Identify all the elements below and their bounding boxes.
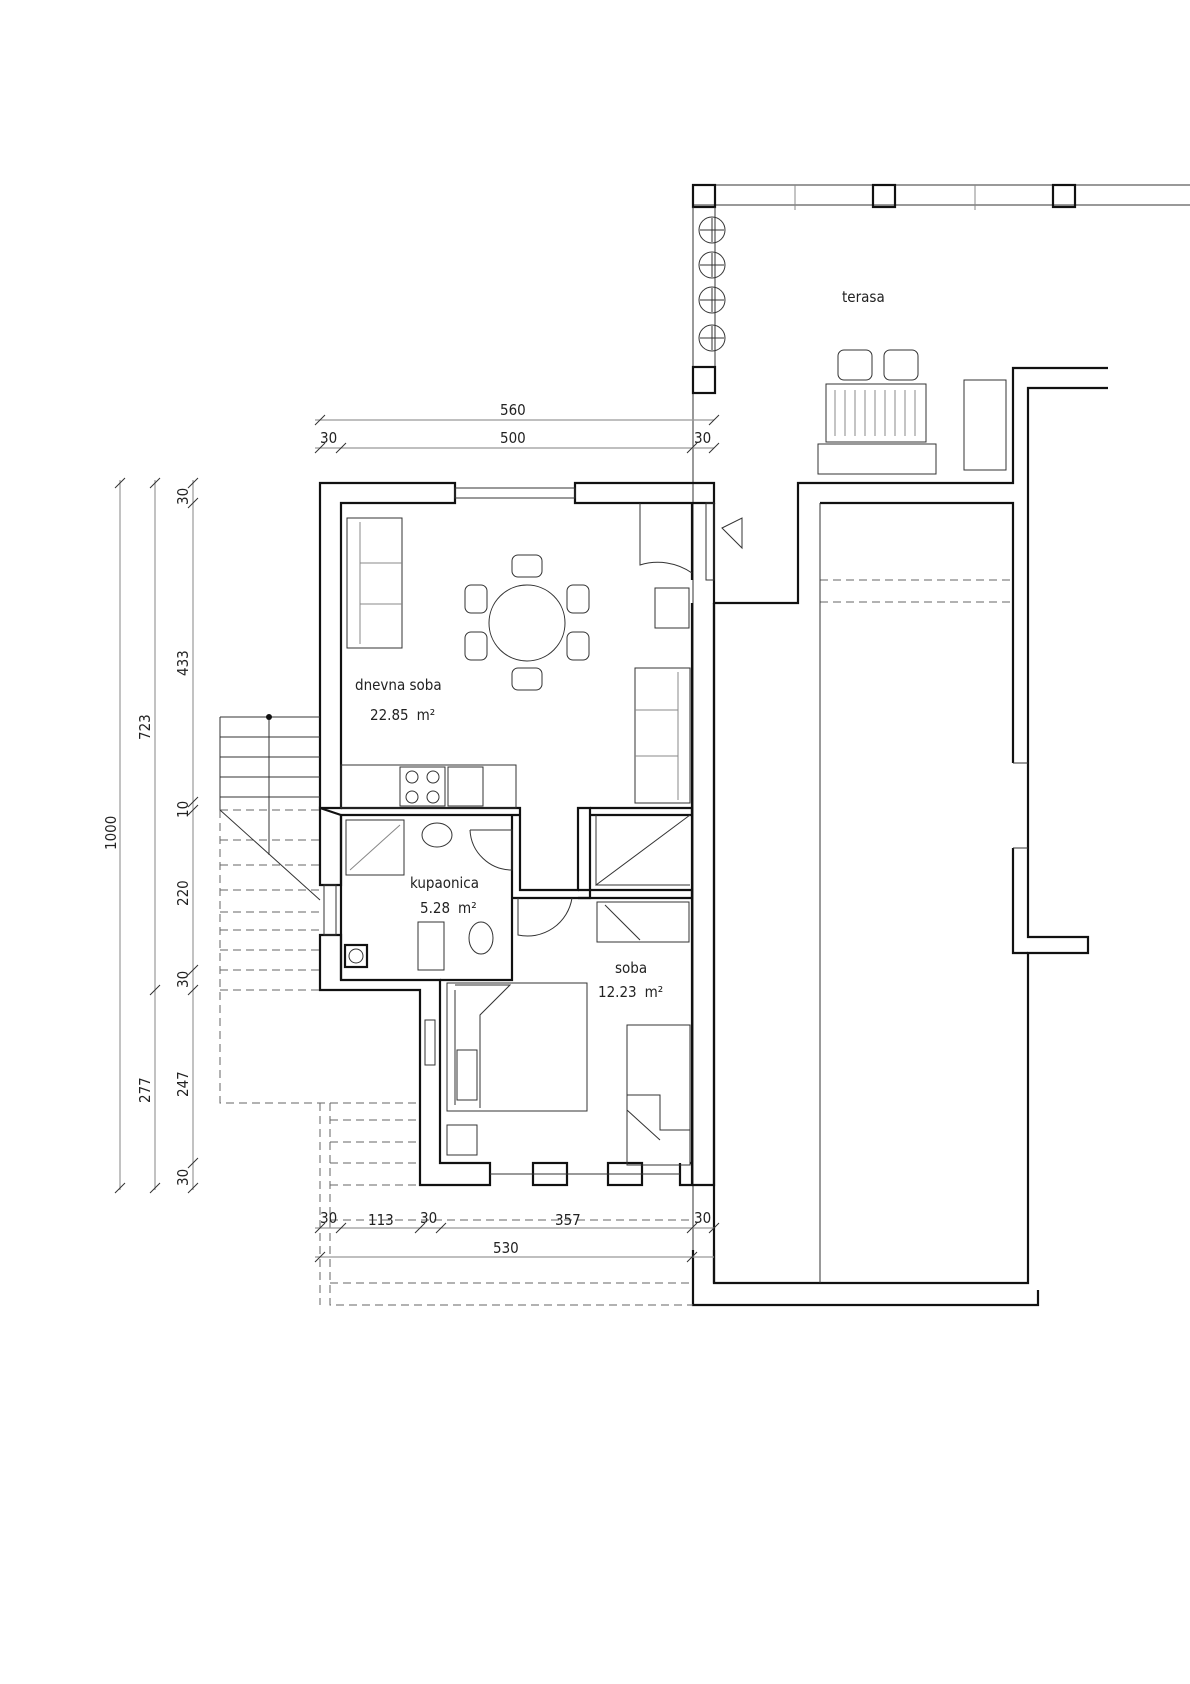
dim-top-left-wall: 30 <box>320 429 337 447</box>
dim-left-total: 1000 <box>102 816 120 850</box>
dim-bottom-wall-1: 30 <box>320 1209 337 1227</box>
area-unit: m² <box>645 983 664 1001</box>
area-unit: m² <box>417 706 436 724</box>
dim-left-inner-2: 10 <box>174 801 192 818</box>
dim-left-inner-4: 30 <box>174 971 192 988</box>
room-area-kupaonica: 5.28 m² <box>420 899 477 917</box>
area-value: 22.85 <box>370 706 409 724</box>
bedroom-furniture <box>446 982 691 1166</box>
living-furniture <box>340 517 691 809</box>
bathroom-fixtures <box>343 819 494 971</box>
room-label-terasa: terasa <box>842 288 885 306</box>
room-area-soba: 12.23 m² <box>598 983 663 1001</box>
area-unit: m² <box>458 899 477 917</box>
dim-bottom-seg-1: 113 <box>368 1211 394 1229</box>
exterior-stairs <box>219 714 693 1306</box>
doors <box>469 503 743 943</box>
dim-bottom-seg-2: 357 <box>555 1211 581 1229</box>
room-label-kupaonica: kupaonica <box>410 874 479 892</box>
dim-bottom-total: 530 <box>493 1239 519 1257</box>
dim-left-inner-1: 433 <box>174 650 192 676</box>
terrace-furniture <box>817 349 1007 475</box>
area-value: 5.28 <box>420 899 450 917</box>
room-area-dnevna-soba: 22.85 m² <box>370 706 435 724</box>
dim-left-inner-3: 220 <box>174 880 192 906</box>
dim-left-inner-6: 30 <box>174 1169 192 1186</box>
adjacent-building-walls <box>691 366 1108 1307</box>
room-label-dnevna-soba: dnevna soba <box>355 676 442 694</box>
dimension-lines <box>114 414 720 1263</box>
apartment-walls <box>318 481 716 1187</box>
dim-top-total: 560 <box>500 401 526 419</box>
area-value: 12.23 <box>598 983 637 1001</box>
terrace-pergola <box>691 183 1190 1305</box>
dim-top-right-wall: 30 <box>694 429 711 447</box>
dim-left-inner-0: 30 <box>174 488 192 505</box>
dim-bottom-wall-3: 30 <box>694 1209 711 1227</box>
room-label-soba: soba <box>615 959 647 977</box>
dim-bottom-wall-2: 30 <box>420 1209 437 1227</box>
plant-icons <box>698 216 726 352</box>
dim-left-inner-5: 247 <box>174 1071 192 1097</box>
dim-left-lower: 277 <box>136 1077 154 1103</box>
dim-left-upper: 723 <box>136 714 154 740</box>
dim-top-inner: 500 <box>500 429 526 447</box>
